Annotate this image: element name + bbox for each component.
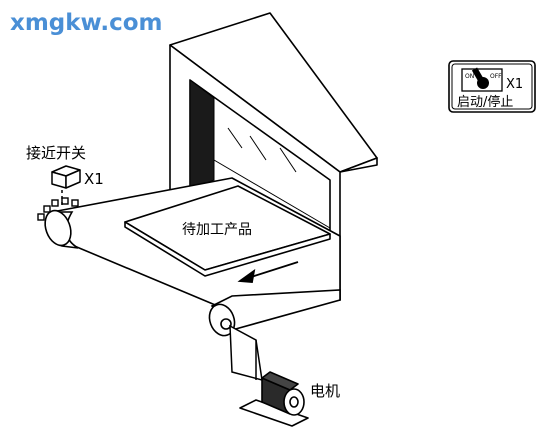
motor [239,371,309,427]
switch-id-label: X1 [506,77,523,92]
switch-caption: 启动/停止 [457,94,513,110]
product-block [124,185,331,277]
toggle-switch-icon: ON OFF [461,67,503,92]
proximity-sensor [51,165,81,189]
svg-text:ON: ON [465,73,474,80]
start-stop-panel: ON OFF X1 启动/停止 [448,60,536,113]
tunnel-opening [189,79,215,191]
left-roller [44,209,79,249]
motor-label: 电机 [310,382,340,400]
proximity-switch-label: 接近开关 [26,144,86,162]
encoder-teeth [37,197,79,221]
drive-roller [208,289,341,337]
drive-belt [229,324,263,382]
product-label: 待加工产品 [182,222,252,238]
watermark: xmgkw.com [10,10,162,36]
svg-text:OFF: OFF [490,73,502,80]
sensor-id-label: X1 [84,170,104,188]
direction-arrow [237,261,299,283]
tunnel-glass [213,98,331,229]
